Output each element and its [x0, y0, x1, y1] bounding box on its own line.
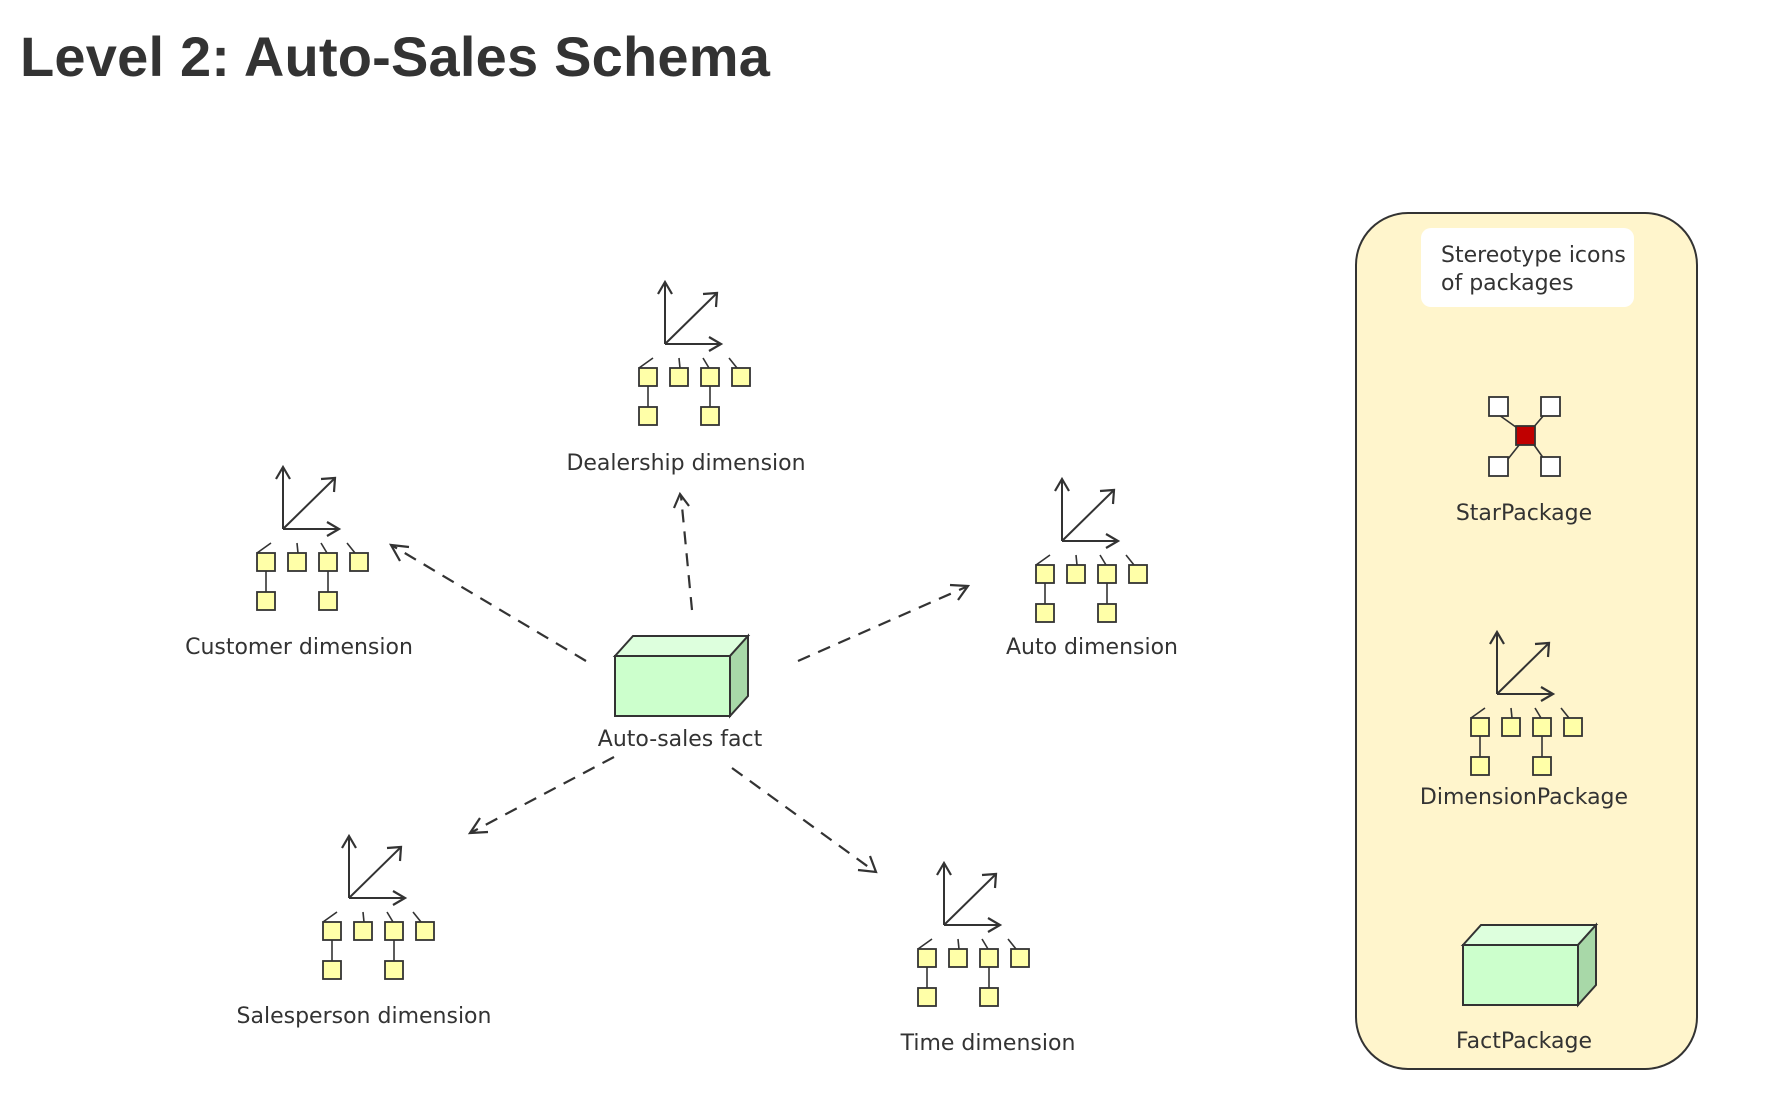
dimension-package-icon: [637, 280, 752, 427]
legend-star-package-label: StarPackage: [1456, 501, 1592, 526]
node-auto-dimension[interactable]: Auto dimension: [1006, 477, 1178, 660]
auto-dimension-label: Auto dimension: [1006, 635, 1178, 660]
legend-dimension-package-label: DimensionPackage: [1420, 785, 1628, 810]
legend-note: [1421, 228, 1634, 307]
node-dealership-dimension[interactable]: Dealership dimension: [566, 280, 806, 476]
legend-fact-package-label: FactPackage: [1456, 1029, 1592, 1054]
edge-fact-dealership: [672, 491, 694, 611]
legend-note-line1: Stereotype icons: [1441, 243, 1626, 268]
dimension-package-icon: [255, 465, 370, 612]
edge-fact-customer: [388, 543, 587, 662]
legend-background: [1355, 212, 1698, 1070]
legend-note-line2: of packages: [1441, 271, 1574, 296]
dimension-package-icon: [916, 861, 1031, 1008]
fact-package-icon: [614, 635, 749, 717]
star-package-icon: [1488, 396, 1561, 477]
auto-sales-fact-label: Auto-sales fact: [598, 727, 763, 752]
customer-dimension-label: Customer dimension: [185, 635, 413, 660]
node-customer-dimension[interactable]: Customer dimension: [185, 465, 413, 660]
edge-fact-auto: [797, 583, 971, 663]
page-title: Level 2: Auto-Sales Schema: [20, 25, 771, 88]
dimension-package-icon: [1034, 477, 1149, 624]
dimension-package-icon: [321, 834, 436, 981]
legend-panel: Stereotype icons of packages StarPackage…: [1355, 212, 1698, 1070]
time-dimension-label: Time dimension: [900, 1031, 1076, 1056]
edge-fact-time: [731, 767, 878, 874]
node-auto-sales-fact[interactable]: Auto-sales fact: [598, 635, 763, 752]
node-salesperson-dimension[interactable]: Salesperson dimension: [237, 834, 492, 1029]
node-time-dimension[interactable]: Time dimension: [900, 861, 1076, 1056]
edge-fact-salesperson: [467, 756, 615, 835]
dealership-dimension-label: Dealership dimension: [566, 451, 805, 476]
salesperson-dimension-label: Salesperson dimension: [237, 1004, 492, 1029]
fact-package-icon: [1462, 924, 1597, 1006]
